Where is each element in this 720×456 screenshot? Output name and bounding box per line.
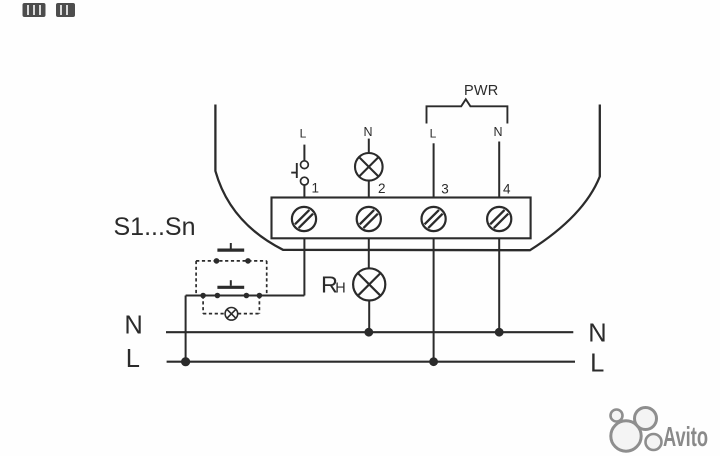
svg-text:2: 2	[378, 181, 386, 196]
svg-text:L: L	[430, 127, 437, 141]
svg-text:L: L	[300, 127, 307, 141]
svg-text:L: L	[126, 345, 140, 373]
svg-text:4: 4	[503, 182, 511, 197]
svg-text:L: L	[590, 350, 604, 378]
svg-text:Avito: Avito	[663, 421, 708, 452]
svg-text:1: 1	[312, 181, 320, 196]
svg-text:H: H	[335, 280, 345, 296]
svg-text:N: N	[493, 125, 502, 139]
svg-text:PWR: PWR	[464, 83, 498, 99]
svg-text:N: N	[588, 320, 606, 348]
svg-text:S1...Sn: S1...Sn	[114, 213, 196, 241]
svg-text:3: 3	[441, 182, 449, 197]
svg-text:R: R	[321, 271, 338, 297]
svg-text:N: N	[124, 312, 142, 340]
svg-text:N: N	[363, 125, 372, 139]
